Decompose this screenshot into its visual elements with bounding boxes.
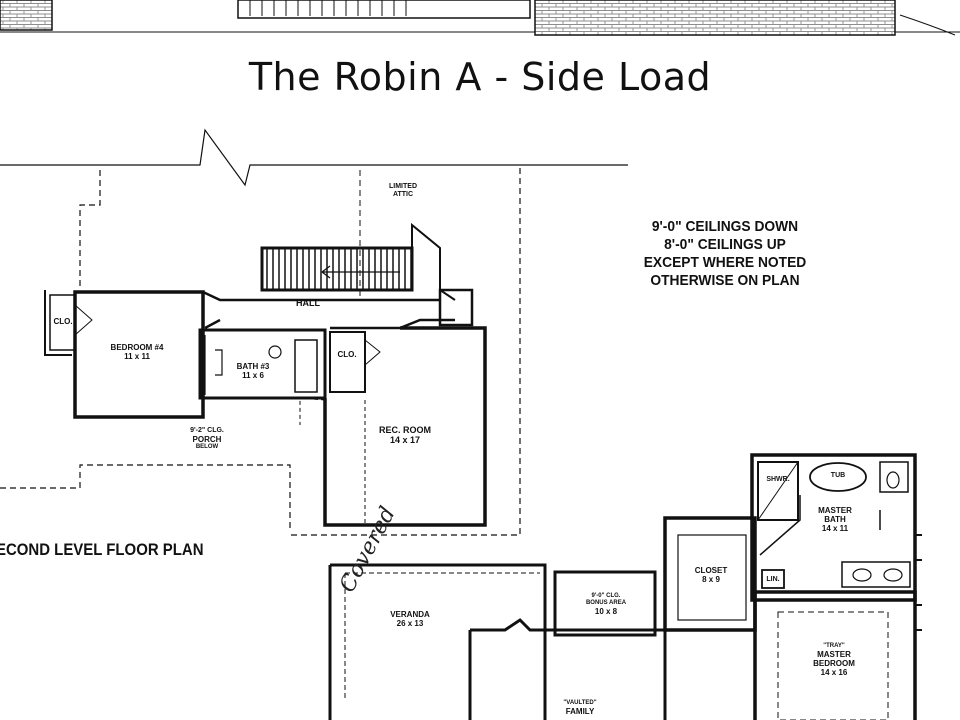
room-label-bath3: BATH #3 11 x 6 bbox=[236, 362, 270, 381]
room-label-shwr: SHWR. bbox=[766, 476, 790, 483]
room-label-bonus-area: 9'-0" CLG. BONUS AREA 10 x 8 bbox=[585, 593, 627, 616]
ceiling-note-line: EXCEPT WHERE NOTED bbox=[643, 254, 807, 271]
room-label-family: "VAULTED" FAMILY bbox=[563, 700, 597, 716]
room-label-veranda: VERANDA 26 x 13 bbox=[390, 610, 430, 629]
ceiling-note-line: 9'-0" CEILINGS DOWN bbox=[651, 218, 799, 235]
room-label-porch: 9'-2" CLG. PORCH BELOW bbox=[190, 427, 224, 451]
room-label-hall: HALL bbox=[296, 298, 320, 308]
plan-title: The Robin A - Side Load bbox=[248, 55, 712, 99]
room-label-limited-attic: LIMITED ATTIC bbox=[389, 183, 417, 199]
ceiling-note-line: 8'-0" CEILINGS UP bbox=[664, 236, 786, 253]
room-label-tub: TUB bbox=[830, 472, 846, 479]
elevation-strip bbox=[0, 0, 960, 36]
room-label-bedroom4: BEDROOM #4 11 x 11 bbox=[110, 343, 164, 362]
first-level-plan bbox=[328, 453, 922, 720]
room-label-master-bedroom: "TRAY" MASTER BEDROOM 14 x 16 bbox=[813, 643, 855, 678]
room-label-clo-left: CLO. bbox=[53, 317, 73, 326]
room-label-master-bath: MASTER BATH 14 x 11 bbox=[818, 506, 852, 534]
second-level-label: ECOND LEVEL FLOOR PLAN bbox=[0, 540, 204, 559]
room-label-rec-room: REC. ROOM 14 x 17 bbox=[378, 425, 432, 446]
room-label-lin: LIN. bbox=[766, 576, 780, 583]
room-label-clo-center: CLO. bbox=[337, 350, 357, 359]
ceiling-note: 9'-0" CEILINGS DOWN 8'-0" CEILINGS UP EX… bbox=[610, 218, 840, 290]
second-level-plan bbox=[0, 128, 628, 536]
ceiling-note-line: OTHERWISE ON PLAN bbox=[650, 272, 800, 289]
room-label-closet: CLOSET 8 x 9 bbox=[694, 566, 728, 585]
